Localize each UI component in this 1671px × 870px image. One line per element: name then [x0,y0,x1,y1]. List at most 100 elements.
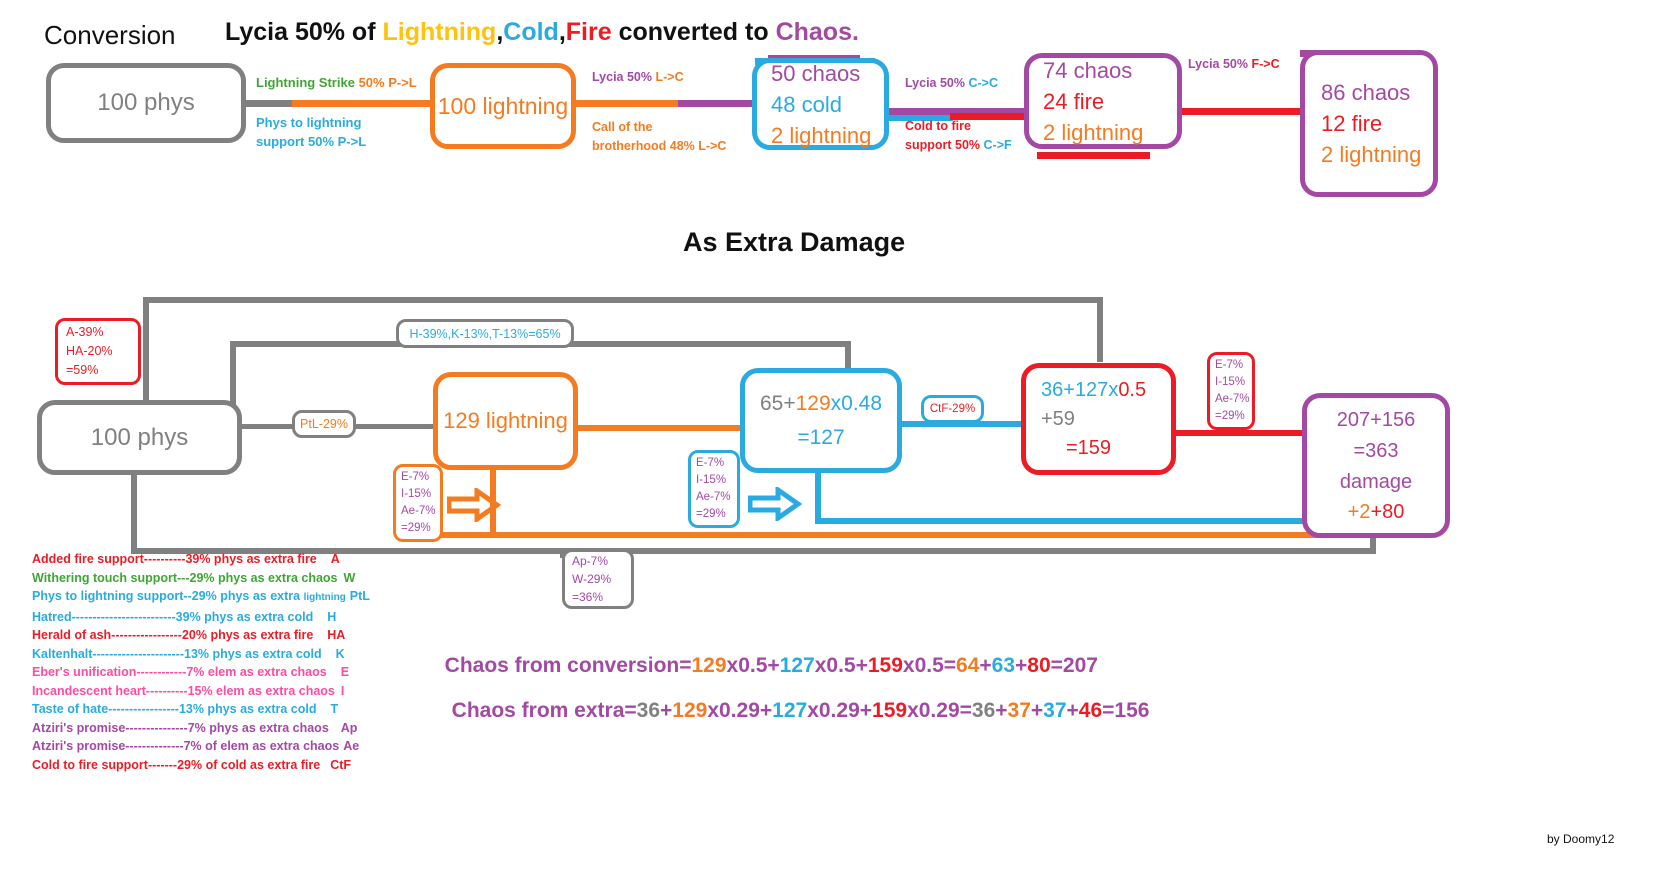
route-grey-second-right-vertical [845,341,851,375]
node2-129-lightning: 129 lightning [433,372,578,470]
route-blue-cold-to-fire [893,421,1023,427]
edge-label-call-of-brotherhood-name: Call of the [592,120,653,134]
eq1-seg7: 159 [872,699,908,722]
node-100-lightning: 100 lightning [430,63,576,149]
tag-extra-chaos-cold-row-3: =29% [696,508,726,520]
headline-lightning: Lightning [382,18,497,46]
legend-row-10-name: Atziri's promise-------------- [32,739,184,753]
edge-chaos50-to-chaos74-red [950,113,1028,120]
node-86-chaos: 86 chaos 12 fire 2 lightning [1300,50,1438,197]
eq1-seg8: x0.29= [907,699,972,722]
edge-label-phys-to-lightning: Phys to lightning support 50% P->L [256,113,366,151]
node-50-chaos-line-1: 48 cold [771,91,842,117]
eq0-seg6: x0.5= [902,654,957,677]
eq1-seg11: 37 [1007,699,1031,722]
legend-row-11-code: CtF [330,757,352,772]
legend-row-1-effect: 29% phys as extra chaos [189,570,338,585]
section2-title: As Extra Damage [683,227,906,257]
route-red-fire-to-total [1173,430,1323,436]
legend-row-4-name: Herald of ash----------------- [32,628,182,642]
tag-extra-chaos-lightning-row-3: =29% [401,522,431,534]
legend-row-11-name: Cold to fire support------- [32,757,178,772]
eq1-seg13: 37 [1043,699,1067,722]
tag-ap-w-row-1: W-29% [572,572,612,586]
edge-label-phys-to-lightning-name: Phys to lightning [256,115,362,130]
edge-label-cold-to-fire-name: Cold to fire [905,119,971,133]
eq0-seg8: + [979,654,992,677]
tag-extra-chaos-cold-row-2: Ae-7% [696,491,731,503]
legend-row-9-code: Ap [340,720,358,735]
eq1-seg3: 129 [672,699,708,722]
headline-part2: converted to [611,18,776,46]
node-86-chaos-line-0: 86 chaos [1321,80,1411,105]
legend-row-8-name: Taste of hate----------------- [32,702,179,716]
legend-row-5-code: K [335,646,345,661]
tag-extra-chaos-cold: E-7% I-15% Ae-7% =29% [688,450,740,528]
headline-cold: Cold [503,18,559,46]
node-74-chaos-line-0: 74 chaos [1043,57,1133,83]
tag-h-k-t-row-0: H-39%,K-13%,T-13%=65% [409,326,561,341]
legend-row-7-effect: 15% elem as extra chaos [187,683,335,698]
tag-extra-chaos-fire-row-1: I-15% [1215,376,1246,388]
edge-chaos50-to-chaos74-blue [888,114,953,121]
node2-total-363-line-2: damage [1339,471,1413,493]
eq0-seg3: 127 [779,654,815,677]
legend-row-5-name: Kaltenhalt---------------------- [32,646,185,661]
legend-row-7-code: I [340,683,345,698]
equation-chaos-from-conversion: Chaos from conversion=129x0.5+127x0.5+15… [433,630,1098,678]
node-50-chaos-line-2: 2 lightning [771,122,872,148]
tag-extra-chaos-lightning-row-0: E-7% [401,471,430,483]
eq0-seg4: x0.5+ [814,654,868,677]
node-50-chaos: 50 chaos 48 cold 2 lightning [752,58,889,150]
edge-label-lycia-c-c-name: Lycia 50% [905,76,965,90]
legend-row-0-name: Added fire support---------- [32,552,186,566]
route-grey-top-horizontal [143,297,1103,303]
tag-extra-chaos-fire-row-0: E-7% [1215,359,1244,371]
legend-row-3-name: Hatred------------------------- [32,609,176,624]
eq0-seg5: 159 [867,654,903,677]
legend-row-5-effect: 13% phys as extra cold [184,646,322,661]
edge-label-lycia-f-c-name: Lycia 50% [1188,57,1248,71]
tag-ap-w-row-0: Ap-7% [572,554,609,568]
node2-cold-127-line-0: 65+129x0.48 [759,391,883,415]
node-86-chaos-line-2: 2 lightning [1321,142,1422,167]
eq0-seg7: 64 [956,654,980,677]
edge-phys-to-lightning-grey [246,100,294,107]
edge-label-phys-to-lightning-value: support 50% P->L [256,134,367,149]
tag-extra-chaos-cold-row-1: I-15% [696,474,727,486]
legend-row-0-code: A [330,552,340,566]
legend-row-5: Kaltenhalt----------------------13% phys… [32,645,412,664]
tag-extra-chaos-cold-row-0: E-7% [696,457,725,469]
node-74-chaos: 74 chaos 24 fire 2 lightning [1024,53,1182,149]
edge-label-lightning-strike: Lightning Strike 50% P->L [256,75,417,90]
route-grey-phys-down-vertical [131,470,137,553]
legend-row-7-name: Incandescent heart---------- [32,683,188,698]
legend-row-11: Cold to fire support-------29% of cold a… [32,756,412,775]
tag-a-ha-row-2: =59% [66,363,99,377]
node2-fire-159-line-1: +59 [1041,407,1075,430]
node-74-chaos-line-1: 24 fire [1043,88,1105,114]
legend-row-2-effect-small: lightning [303,592,346,603]
edge-lightning-to-chaos-orange [575,100,680,107]
edge-chaos50-to-chaos74-purple [888,108,1028,115]
eq1-seg16: =156 [1102,699,1150,722]
eq0-seg12: =207 [1050,654,1098,677]
legend-row-2: Phys to lightning support--29% phys as e… [32,587,412,608]
edge-label-lycia-c-c-value: C->C [965,76,998,90]
route-orange-bottom-horizontal [400,532,1355,538]
legend-row-0: Added fire support----------39% phys as … [32,550,412,569]
tag-ctf-row-0: CtF-29% [929,403,976,415]
eq0-seg9: 63 [991,654,1016,677]
eq1-seg2: + [660,699,673,722]
tag-ap-w-row-2: =36% [572,590,604,604]
edge-label-lightning-strike-value: 50% P->L [358,75,417,90]
eq1-seg10: + [995,699,1008,722]
equation-chaos-from-extra: Chaos from extra=36+129x0.29+127x0.29+15… [440,675,1150,723]
eq0-seg2: x0.5+ [726,654,780,677]
legend-row-9-name: Atziri's promise--------------- [32,720,188,735]
headline-fire: Fire [565,18,612,46]
eq1-seg15: 46 [1078,699,1103,722]
edge-label-cold-to-fire-value2: C->F [983,138,1012,152]
legend-row-9: Atziri's promise---------------7% phys a… [32,719,412,738]
legend-row-4: Herald of ash-----------------20% phys a… [32,626,412,645]
